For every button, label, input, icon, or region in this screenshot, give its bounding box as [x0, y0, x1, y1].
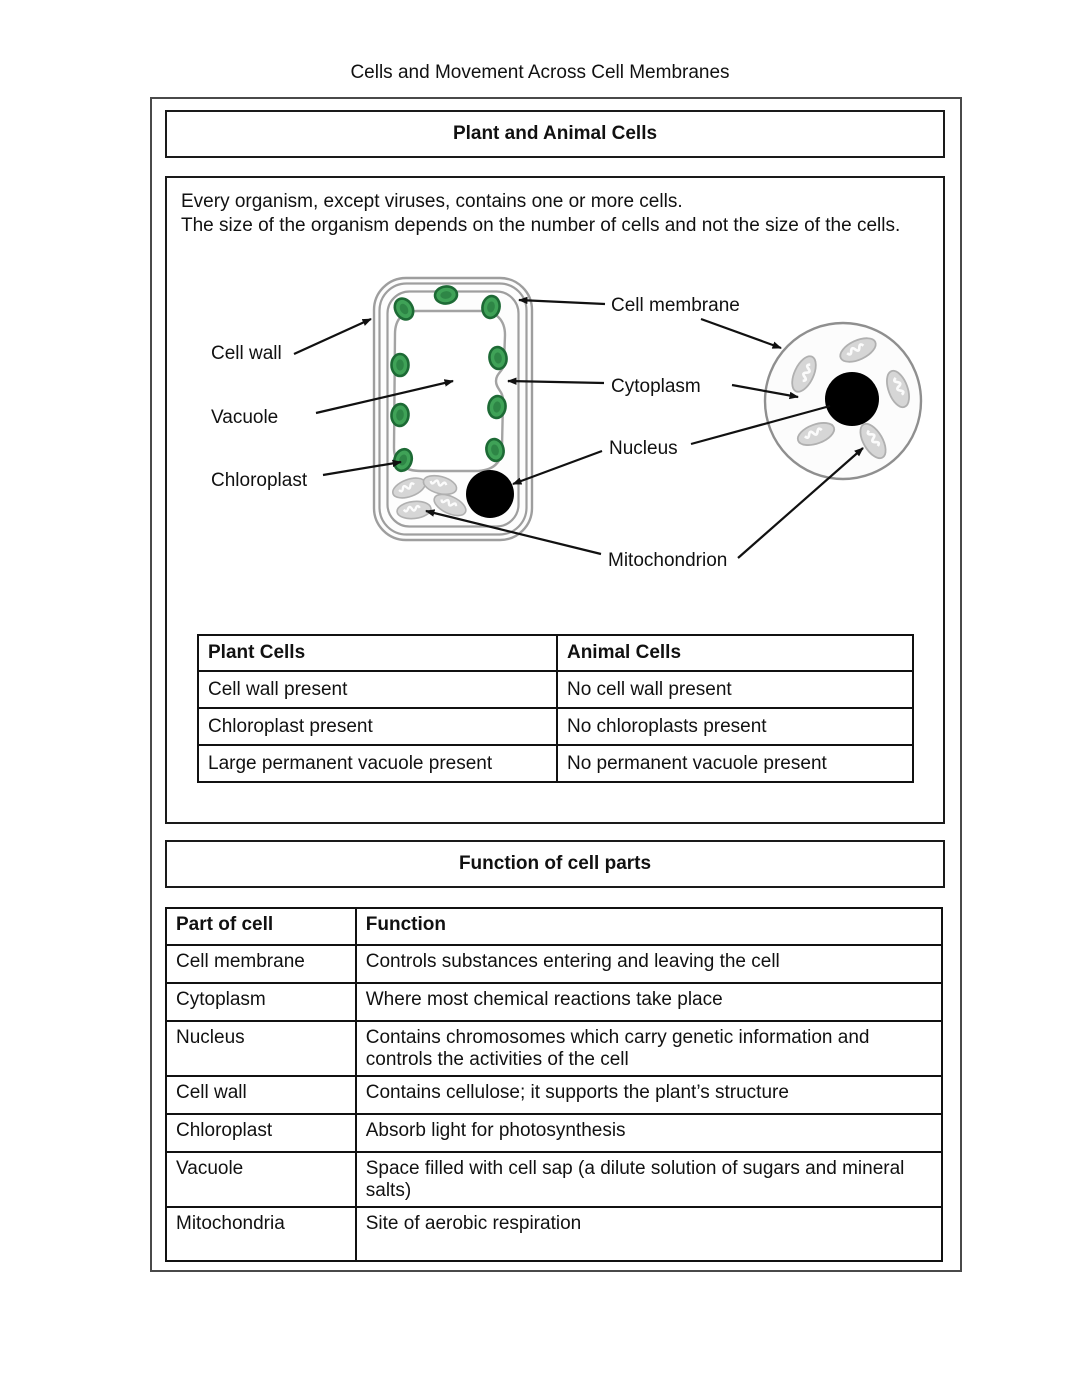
plant-animal-cells-panel: Every organism, except viruses, contains… [165, 176, 945, 824]
section-header-label: Function of cell parts [458, 853, 652, 874]
chloroplast-icon [389, 402, 411, 428]
label-mitochondrion: Mitochondrion [608, 550, 727, 571]
table-header-row: Part of cell Function [165, 907, 944, 946]
function-part-cell: Cell membrane [165, 944, 357, 984]
chloroplast-icon [390, 352, 410, 378]
table-row: Chloroplast Absorb light for photosynthe… [165, 1113, 944, 1153]
comparison-cell: Chloroplast present [197, 707, 558, 746]
nucleus-arrow-plant [512, 449, 603, 486]
animal-nucleus-shape [825, 372, 879, 426]
function-part-cell: Chloroplast [165, 1113, 357, 1153]
intro-line-2: The size of the organism depends on the … [181, 215, 901, 237]
label-cell-membrane: Cell membrane [611, 295, 740, 316]
cell-membrane-arrow-animal [700, 317, 782, 350]
function-desc-cell: Controls substances entering and leaving… [354, 944, 944, 984]
comparison-cell: No permanent vacuole present [555, 744, 915, 783]
vacuole-arrow [315, 379, 454, 415]
plant-cell [372, 276, 534, 542]
function-table: Part of cell Function Cell membrane Cont… [165, 907, 944, 1262]
function-part-cell: Cell wall [165, 1075, 357, 1115]
intro-paragraph: Every organism, except viruses, contains… [167, 178, 943, 238]
label-nucleus: Nucleus [609, 438, 678, 459]
comparison-header-plant: Plant Cells [197, 634, 558, 672]
cell-membrane-arrow-plant [518, 296, 606, 306]
nucleus-line-animal [690, 404, 831, 446]
function-header-function: Function [354, 907, 944, 946]
function-part-cell: Nucleus [165, 1020, 357, 1077]
function-desc-cell: Site of aerobic respiration [354, 1206, 944, 1262]
cell-wall-arrow [293, 317, 372, 356]
cell-diagram: Cell wall Vacuole Chloroplast Cell membr… [211, 276, 923, 571]
label-cytoplasm: Cytoplasm [611, 376, 701, 397]
function-desc-cell: Contains chromosomes which carry genetic… [354, 1020, 944, 1077]
mitochondrion-arrow-animal [737, 447, 864, 559]
section-header-function-of-cell-parts: Function of cell parts [165, 840, 945, 888]
comparison-cell: Cell wall present [197, 670, 558, 709]
animal-cell [763, 321, 923, 481]
table-row: Cell membrane Controls substances enteri… [165, 944, 944, 984]
function-desc-cell: Absorb light for photosynthesis [354, 1113, 944, 1153]
table-header-row: Plant Cells Animal Cells [197, 634, 915, 672]
chloroplast-icon [433, 284, 459, 306]
page-title: Cells and Movement Across Cell Membranes [350, 62, 730, 83]
chloroplast-arrow [322, 459, 402, 477]
comparison-cell: Large permanent vacuole present [197, 744, 558, 783]
cytoplasm-arrow-animal [731, 383, 799, 400]
section-header-plant-animal-cells: Plant and Animal Cells [165, 110, 945, 158]
table-row: Chloroplast present No chloroplasts pres… [197, 707, 915, 746]
section-header-label: Plant and Animal Cells [452, 123, 658, 144]
plant-cell-wall-inner [378, 282, 528, 536]
label-vacuole: Vacuole [211, 407, 278, 428]
leader-lines [293, 296, 864, 559]
function-desc-cell: Where most chemical reactions take place [354, 982, 944, 1022]
comparison-table: Plant Cells Animal Cells Cell wall prese… [197, 634, 915, 783]
diagram-labels: Cell wall Vacuole Chloroplast Cell membr… [211, 295, 740, 571]
table-row: Nucleus Contains chromosomes which carry… [165, 1020, 944, 1077]
table-row: Vacuole Space filled with cell sap (a di… [165, 1151, 944, 1208]
table-row: Large permanent vacuole present No perma… [197, 744, 915, 783]
function-desc-cell: Space filled with cell sap (a dilute sol… [354, 1151, 944, 1208]
intro-line-1: Every organism, except viruses, contains… [181, 191, 683, 212]
plant-nucleus-shape [466, 470, 514, 518]
table-row: Cytoplasm Where most chemical reactions … [165, 982, 944, 1022]
comparison-cell: No chloroplasts present [555, 707, 915, 746]
table-row: Cell wall Contains cellulose; it support… [165, 1075, 944, 1115]
mitochondrion-arrow-plant [425, 509, 602, 556]
function-part-cell: Vacuole [165, 1151, 357, 1208]
comparison-header-animal: Animal Cells [555, 634, 915, 672]
vacuole-shape [392, 309, 507, 473]
comparison-cell: No cell wall present [555, 670, 915, 709]
table-row: Cell wall present No cell wall present [197, 670, 915, 709]
table-row: Mitochondria Site of aerobic respiration [165, 1206, 944, 1262]
label-cell-wall: Cell wall [211, 343, 282, 364]
function-part-cell: Cytoplasm [165, 982, 357, 1022]
cytoplasm-arrow-plant [507, 377, 605, 385]
function-part-cell: Mitochondria [165, 1206, 357, 1262]
label-chloroplast: Chloroplast [211, 470, 308, 491]
function-header-part: Part of cell [165, 907, 357, 946]
function-desc-cell: Contains cellulose; it supports the plan… [354, 1075, 944, 1115]
